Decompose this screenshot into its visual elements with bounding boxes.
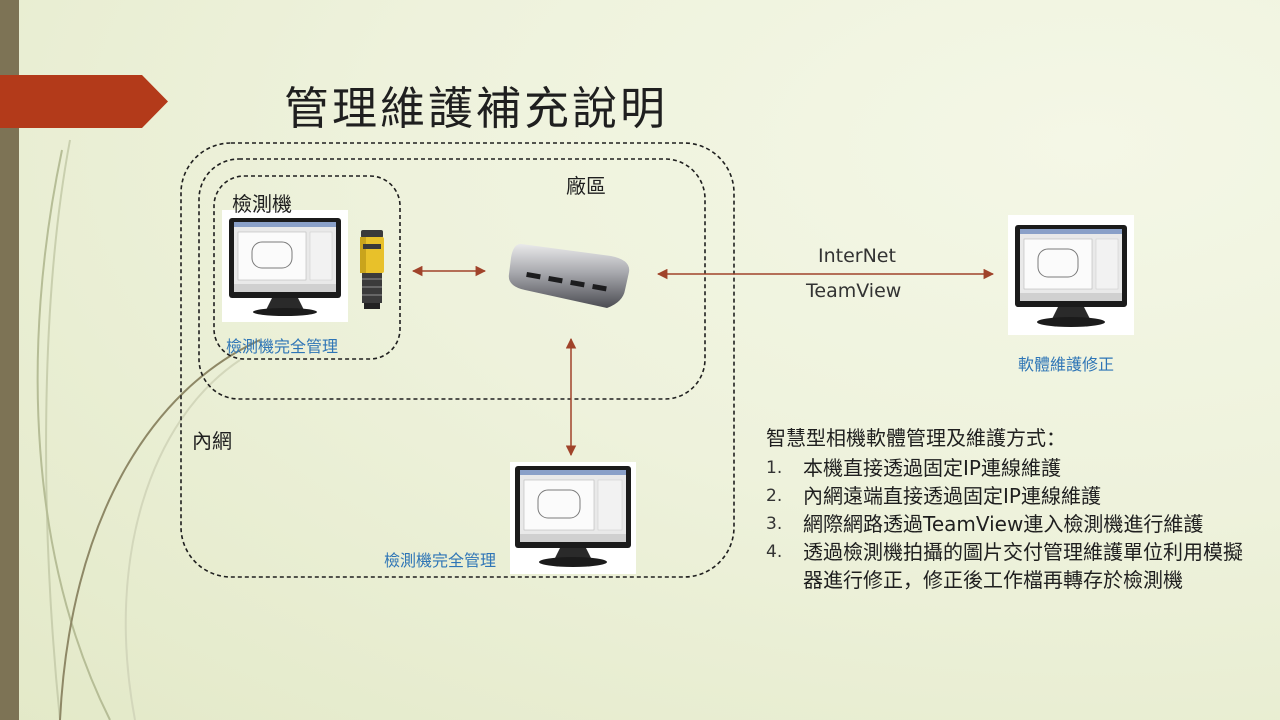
- factory-zone-label: 廠區: [566, 174, 606, 198]
- smart-camera-icon: [360, 230, 384, 309]
- list-item-text: 本機直接透過固定IP連線維護: [803, 456, 1061, 480]
- list-item-number: 1.: [766, 458, 783, 478]
- intranet-monitor-caption: 檢測機完全管理: [384, 551, 497, 570]
- list-item: 3. 網際網路透過TeamView連入檢測機進行維護: [766, 510, 1215, 538]
- list-item-number: 2.: [766, 486, 783, 506]
- title-accent-arrow: [0, 75, 168, 128]
- remote-monitor-caption: 軟體維護修正: [1018, 355, 1115, 374]
- page-title: 管理維護補充說明: [284, 82, 669, 135]
- list-item-number: 4.: [766, 542, 783, 562]
- list-item-text: 透過檢測機拍攝的圖片交付管理維護單位利用模擬器進行修正，修正後工作檔再轉存於檢測…: [803, 540, 1243, 592]
- intranet-zone-label: 內網: [192, 429, 232, 453]
- maintenance-description: 智慧型相機軟體管理及維護方式： 1. 本機直接透過固定IP連線維護 2. 內網遠…: [766, 424, 1243, 594]
- description-heading: 智慧型相機軟體管理及維護方式：: [766, 426, 1066, 450]
- list-item-text: 網際網路透過TeamView連入檢測機進行維護: [803, 512, 1204, 536]
- list-item: 1. 本機直接透過固定IP連線維護: [766, 454, 1236, 482]
- list-item: 4. 透過檢測機拍攝的圖片交付管理維護單位利用模擬器進行修正，修正後工作檔再轉存…: [766, 538, 1253, 594]
- list-item-number: 3.: [766, 514, 783, 534]
- network-hub-icon: [508, 244, 630, 308]
- teamview-label: TeamView: [806, 280, 902, 302]
- list-item: 2. 內網遠端直接透過固定IP連線維護: [766, 482, 1236, 510]
- remote-monitor-icon: [1008, 215, 1134, 335]
- intranet-zone-box: [180, 142, 735, 578]
- list-item-text: 內網遠端直接透過固定IP連線維護: [803, 484, 1101, 508]
- local-monitor-caption: 檢測機完全管理: [226, 337, 339, 356]
- inspection-machine-label: 檢測機: [232, 192, 292, 216]
- inspection-machine-box: [213, 175, 401, 360]
- maintenance-methods-list: 1. 本機直接透過固定IP連線維護 2. 內網遠端直接透過固定IP連線維護 3.…: [766, 454, 1243, 594]
- internet-label: InterNet: [818, 245, 896, 267]
- left-accent-bar: [0, 0, 19, 720]
- intranet-monitor-icon: [510, 462, 636, 574]
- local-monitor-icon: [222, 210, 348, 322]
